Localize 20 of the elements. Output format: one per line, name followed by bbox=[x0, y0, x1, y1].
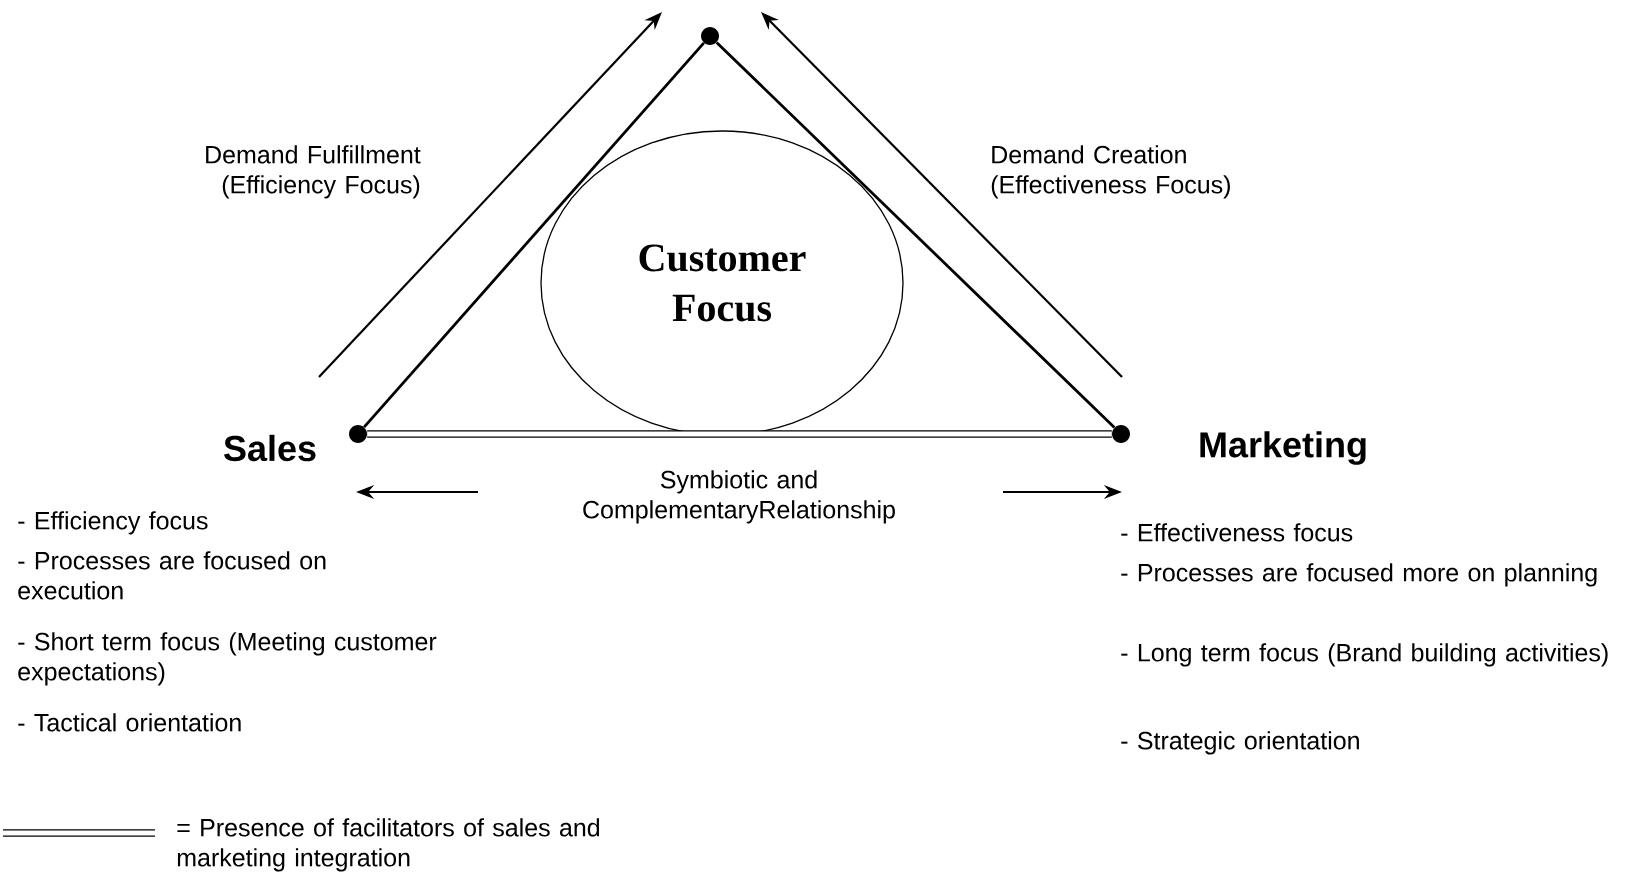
bullet-item: - Strategic orientation bbox=[1121, 731, 1359, 755]
bullet-item: - Tactical orientation bbox=[18, 713, 241, 732]
bullet-item: - Long term focus (Brand building activities) bbox=[1121, 643, 1608, 667]
bullet-item: - Efficiency focus bbox=[18, 511, 208, 535]
caption: Demand Creation (Effectiveness Focus) bbox=[991, 145, 1230, 199]
line bbox=[715, 41, 1116, 429]
dot bbox=[349, 425, 367, 443]
bullet-item: - Effectiveness focus bbox=[1121, 523, 1353, 542]
dot bbox=[1112, 425, 1130, 443]
dot bbox=[701, 27, 719, 45]
caption: Demand Fulfillment (Efficiency Focus) bbox=[206, 145, 421, 199]
legend-text: = Presence of facilitators of sales and marketing integration bbox=[177, 818, 600, 872]
line bbox=[367, 430, 1112, 438]
bullet-item: - Short term focus (Meeting customer expectations) bbox=[18, 632, 437, 686]
vertex-label: Marketing bbox=[1200, 431, 1366, 465]
bullet-item: - Processes are focused more on planning bbox=[1121, 563, 1597, 587]
line bbox=[363, 41, 705, 429]
bullet-item: - Processes are focused on execution bbox=[18, 551, 326, 600]
caption: Symbiotic and ComplementaryRelationship bbox=[583, 470, 895, 524]
vertex-label: Sales bbox=[224, 434, 316, 462]
